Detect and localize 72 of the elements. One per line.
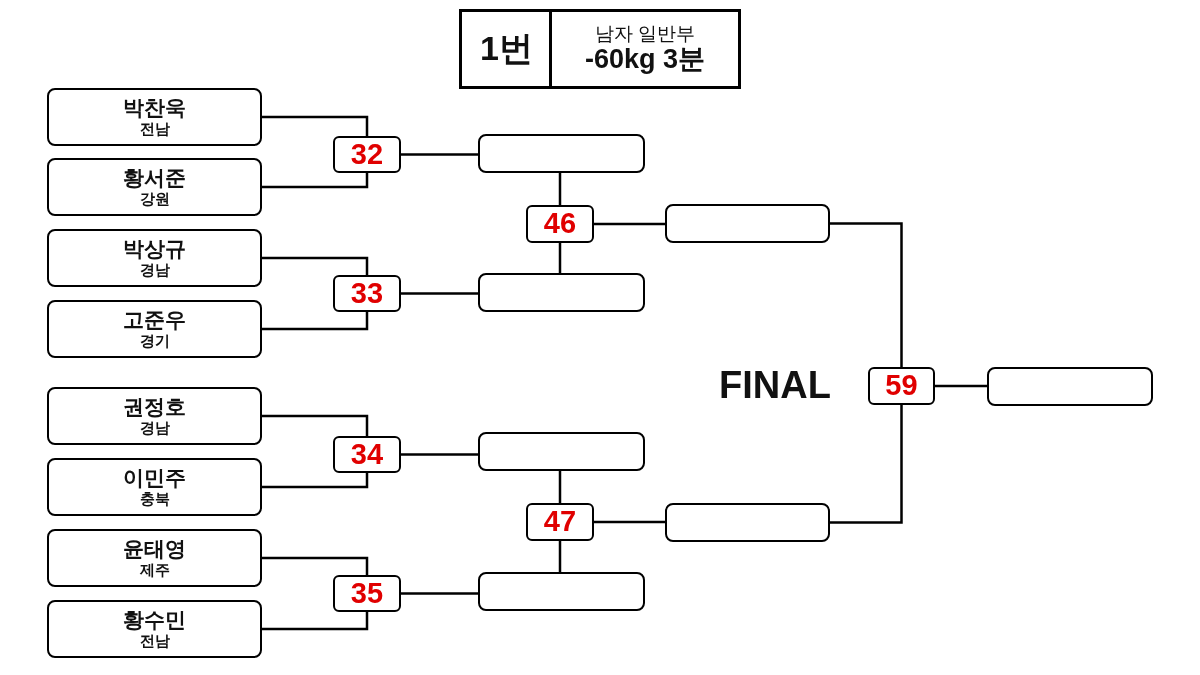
player-name: 윤태영 (123, 537, 186, 562)
player-name: 박찬욱 (123, 96, 186, 121)
match-number: 59 (885, 369, 918, 403)
region-name: 경남 (139, 261, 170, 279)
player-name: 이민주 (123, 466, 186, 491)
bracket-line (830, 405, 903, 524)
match-number-box (333, 436, 401, 473)
region-name: 전남 (139, 632, 170, 650)
empty-slot-box (478, 134, 645, 173)
region-name: 경기 (139, 332, 170, 350)
match-number-box (868, 367, 935, 405)
final-label: FINAL (719, 364, 831, 408)
match-number-box (333, 575, 401, 612)
division-name: 남자 일반부 (594, 22, 696, 45)
player-box (47, 600, 262, 658)
player-box (47, 300, 262, 358)
region-name: 경남 (139, 419, 170, 437)
division-cell (549, 9, 741, 89)
bout-number-cell (459, 9, 551, 89)
bracket-line (401, 592, 478, 595)
match-number: 46 (543, 207, 577, 241)
bracket-line (401, 453, 478, 456)
bracket-line (401, 153, 478, 156)
player-name: 황서준 (123, 166, 186, 191)
match-number: 34 (350, 437, 384, 472)
bracket-line (558, 173, 562, 205)
empty-slot-box (478, 273, 645, 312)
empty-slot-box (665, 204, 830, 243)
bracket-line (262, 115, 369, 136)
player-box (47, 458, 262, 516)
bracket-line (830, 222, 903, 367)
match-number-box (333, 275, 401, 312)
bracket-line (558, 541, 562, 572)
bracket-line (262, 256, 369, 275)
player-name: 고준우 (123, 308, 186, 333)
region-name: 제주 (139, 561, 170, 579)
match-number: 33 (350, 276, 384, 311)
bracket-line (262, 414, 369, 436)
empty-slot-box (987, 367, 1153, 406)
match-number: 35 (350, 576, 384, 611)
bracket-line (558, 471, 562, 503)
match-number: 47 (543, 505, 577, 539)
player-name: 황수민 (123, 608, 186, 633)
bracket-line (558, 243, 562, 273)
bracket-line (262, 612, 369, 631)
bout-number: 1번 (480, 29, 533, 69)
player-box (47, 88, 262, 146)
player-name: 권정호 (123, 395, 186, 420)
empty-slot-box (665, 503, 830, 542)
player-box (47, 387, 262, 445)
bracket-line (262, 556, 369, 575)
bracket-line (401, 292, 478, 295)
match-number-box (333, 136, 401, 173)
bracket-line (935, 384, 987, 388)
bracket-line (594, 520, 665, 524)
player-box (47, 158, 262, 216)
region-name: 전남 (139, 120, 170, 138)
bracket-line (262, 473, 369, 489)
player-box (47, 229, 262, 287)
weight-time: -60kg 3분 (584, 44, 706, 76)
bracket-line (262, 312, 369, 331)
bracket-line (594, 222, 665, 226)
bracket-line (262, 173, 369, 189)
region-name: 충북 (139, 490, 170, 508)
region-name: 강원 (139, 190, 170, 208)
empty-slot-box (478, 572, 645, 611)
player-name: 박상규 (123, 237, 186, 262)
match-number-box (526, 503, 594, 541)
match-number-box (526, 205, 594, 243)
match-number: 32 (350, 137, 384, 172)
player-box (47, 529, 262, 587)
empty-slot-box (478, 432, 645, 471)
